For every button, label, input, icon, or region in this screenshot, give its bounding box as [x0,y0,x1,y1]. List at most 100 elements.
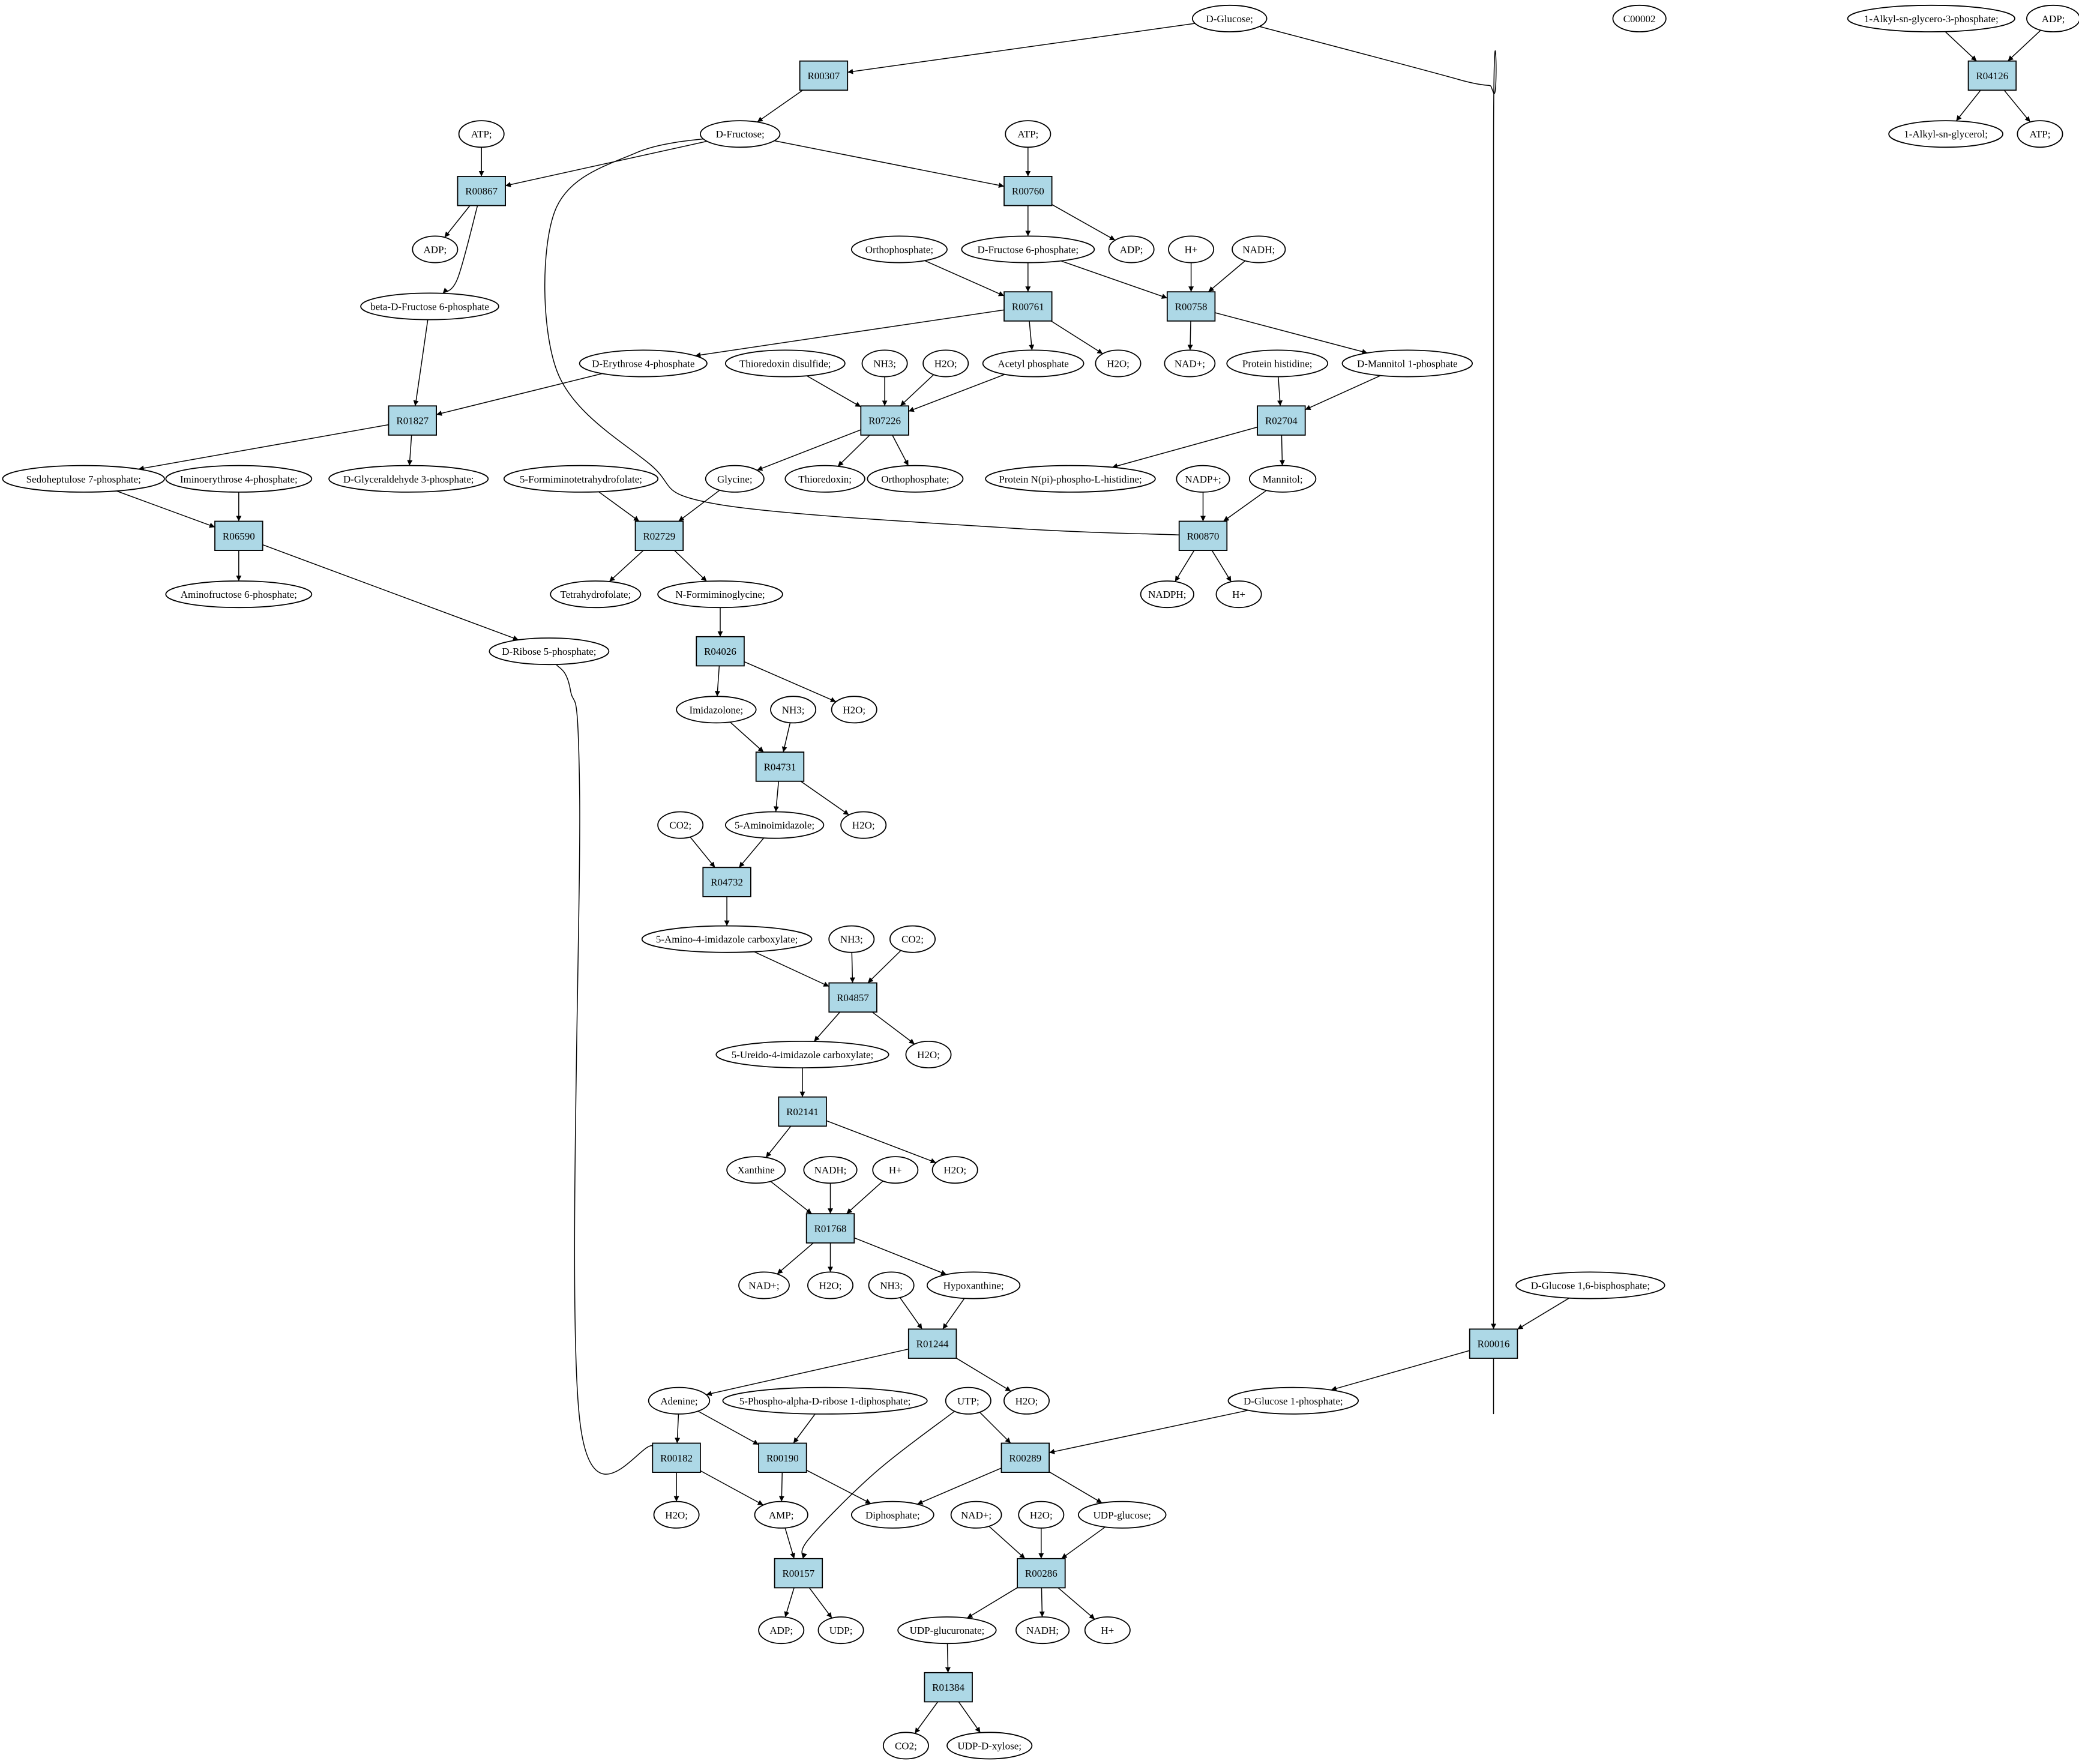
metabolite-node-adenine[interactable]: Adenine; [648,1386,711,1415]
metabolite-node-h2og[interactable]: H2O; [807,1271,854,1299]
reaction-node-R07226[interactable]: R07226 [860,405,909,436]
reaction-node-R02141[interactable]: R02141 [778,1096,827,1127]
metabolite-node-udpglucose[interactable]: UDP-glucose; [1077,1501,1167,1529]
metabolite-node-nh3c[interactable]: NH3; [828,925,875,953]
metabolite-node-h2oe[interactable]: H2O; [905,1041,952,1069]
metabolite-node-nformgly[interactable]: N-Formiminoglycine; [657,580,783,609]
metabolite-node-adp2[interactable]: ADP; [1108,235,1155,263]
reaction-node-R04731[interactable]: R04731 [755,751,805,782]
reaction-node-R01827[interactable]: R01827 [388,405,437,436]
metabolite-node-h2oc[interactable]: H2O; [831,696,877,724]
reaction-node-R00157[interactable]: R00157 [774,1558,823,1589]
metabolite-node-dribose5p[interactable]: D-Ribose 5-phosphate; [489,637,610,666]
reaction-node-R00867[interactable]: R00867 [457,175,506,206]
metabolite-node-alkylgly[interactable]: 1-Alkyl-sn-glycerol; [1888,120,2004,148]
metabolite-node-amp[interactable]: AMP; [754,1501,808,1529]
metabolite-node-dg1p[interactable]: D-Glucose 1-phosphate; [1227,1386,1359,1415]
metabolite-node-co2c[interactable]: CO2; [882,1732,929,1760]
metabolite-node-h2oa[interactable]: H2O; [922,349,969,378]
reaction-node-R01768[interactable]: R01768 [805,1213,855,1244]
metabolite-node-h2ob[interactable]: H2O; [1095,349,1142,378]
metabolite-node-nadplus3[interactable]: NAD+; [950,1501,1002,1529]
metabolite-node-c00002[interactable]: C00002 [1612,4,1667,32]
metabolite-node-udpxylose[interactable]: UDP-D-xylose; [946,1732,1033,1760]
metabolite-node-hplus3[interactable]: H+ [872,1156,919,1184]
metabolite-node-prpp[interactable]: 5-Phospho-alpha-D-ribose 1-diphosphate; [722,1386,928,1415]
metabolite-node-nadh2[interactable]: NADH; [803,1156,858,1184]
metabolite-node-imidazolone[interactable]: Imidazolone; [676,696,757,724]
metabolite-node-nh3d[interactable]: NH3; [868,1271,915,1299]
metabolite-node-aminoimid[interactable]: 5-Aminoimidazole; [724,811,825,839]
metabolite-node-alkyl3p[interactable]: 1-Alkyl-sn-glycero-3-phosphate; [1847,4,2015,32]
metabolite-node-utp[interactable]: UTP; [945,1386,991,1415]
metabolite-node-dglucose[interactable]: D-Glucose; [1191,4,1268,32]
reaction-node-R00286[interactable]: R00286 [1017,1558,1066,1589]
metabolite-node-nh3a[interactable]: NH3; [861,349,908,378]
metabolite-node-sedo7p[interactable]: Sedoheptulose 7-phosphate; [2,465,165,493]
reaction-node-R00761[interactable]: R00761 [1003,291,1053,322]
metabolite-node-thf[interactable]: Tetrahydrofolate; [550,580,642,609]
metabolite-node-adp3[interactable]: ADP; [758,1616,805,1645]
metabolite-node-formthf[interactable]: 5-Formiminotetrahydrofolate; [503,465,659,493]
metabolite-node-df6p[interactable]: D-Fructose 6-phosphate; [961,235,1095,263]
metabolite-node-bdf6p[interactable]: beta-D-Fructose 6-phosphate [360,292,499,321]
reaction-node-R02704[interactable]: R02704 [1257,405,1306,436]
reaction-node-R04857[interactable]: R04857 [828,982,877,1013]
metabolite-node-udp[interactable]: UDP; [817,1616,864,1645]
metabolite-node-adp_a[interactable]: ADP; [2026,4,2079,32]
metabolite-node-co2a[interactable]: CO2; [657,811,704,839]
reaction-node-R02729[interactable]: R02729 [634,520,684,551]
metabolite-node-h2oj[interactable]: H2O; [1018,1501,1065,1529]
reaction-node-R04026[interactable]: R04026 [696,636,745,667]
reaction-node-R01244[interactable]: R01244 [907,1328,957,1359]
reaction-node-R00760[interactable]: R00760 [1003,175,1053,206]
metabolite-node-hypox[interactable]: Hypoxanthine; [926,1271,1021,1299]
metabolite-node-de4p[interactable]: D-Erythrose 4-phosphate [579,349,708,378]
reaction-node-R00307[interactable]: R00307 [799,60,849,91]
metabolite-node-atp1[interactable]: ATP; [458,120,505,148]
metabolite-node-atp_a[interactable]: ATP; [2017,120,2063,148]
metabolite-node-adp1[interactable]: ADP; [412,235,459,263]
metabolite-node-h2od[interactable]: H2O; [840,811,887,839]
reaction-node-R00016[interactable]: R00016 [1469,1328,1518,1359]
metabolite-node-dg16bp[interactable]: D-Glucose 1,6-bisphosphate; [1515,1271,1665,1299]
reaction-node-R00758[interactable]: R00758 [1166,291,1216,322]
metabolite-node-h2oh[interactable]: H2O; [1003,1386,1050,1415]
metabolite-node-acetylp[interactable]: Acetyl phosphate [982,349,1085,378]
reaction-node-R04732[interactable]: R04732 [702,867,751,897]
metabolite-node-nadh3[interactable]: NADH; [1015,1616,1070,1645]
metabolite-node-h2oi[interactable]: H2O; [653,1501,700,1529]
metabolite-node-ureido[interactable]: 5-Ureido-4-imidazole carboxylate; [715,1041,889,1069]
metabolite-node-nadplus2[interactable]: NAD+; [738,1271,790,1299]
metabolite-node-hplus1[interactable]: H+ [1168,235,1215,263]
metabolite-node-mannitol[interactable]: Mannitol; [1248,465,1317,493]
metabolite-node-aminofru6p[interactable]: Aminofructose 6-phosphate; [165,580,313,609]
metabolite-node-glycine[interactable]: Glycine; [705,465,765,493]
metabolite-node-prothis[interactable]: Protein histidine; [1226,349,1329,378]
metabolite-node-orthoA[interactable]: Orthophosphate; [850,235,948,263]
metabolite-node-aicarbox[interactable]: 5-Amino-4-imidazole carboxylate; [641,925,813,953]
reaction-node-R01384[interactable]: R01384 [924,1672,973,1703]
metabolite-node-co2b[interactable]: CO2; [889,925,936,953]
metabolite-node-hplus4[interactable]: H+ [1084,1616,1131,1645]
metabolite-node-dfructose[interactable]: D-Fructose; [699,120,781,148]
metabolite-node-nadpplus[interactable]: NADP+; [1176,465,1230,493]
reaction-node-R04126[interactable]: R04126 [1967,60,2017,91]
metabolite-node-udpgluc[interactable]: UDP-glucuronate; [897,1616,997,1645]
metabolite-node-nadph[interactable]: NADPH; [1140,580,1194,609]
metabolite-node-imino4p[interactable]: Iminoerythrose 4-phosphate; [165,465,313,493]
metabolite-node-xanthine[interactable]: Xanthine [726,1156,786,1184]
metabolite-node-atp2[interactable]: ATP; [1005,120,1052,148]
reaction-node-R00182[interactable]: R00182 [652,1442,701,1473]
metabolite-node-nadplus1[interactable]: NAD+; [1164,349,1216,378]
metabolite-node-h2of[interactable]: H2O; [931,1156,978,1184]
reaction-node-R00289[interactable]: R00289 [1000,1442,1050,1473]
metabolite-node-protnpi[interactable]: Protein N(pi)-phospho-L-histidine; [985,465,1156,493]
metabolite-node-diphos[interactable]: Diphosphate; [850,1501,934,1529]
metabolite-node-dg3p[interactable]: D-Glyceraldehyde 3-phosphate; [328,465,489,493]
metabolite-node-dmannitol1p[interactable]: D-Mannitol 1-phosphate [1341,349,1473,378]
metabolite-node-thiodis[interactable]: Thioredoxin disulfide; [724,349,846,378]
metabolite-node-nh3b[interactable]: NH3; [770,696,817,724]
reaction-node-R00190[interactable]: R00190 [758,1442,807,1473]
metabolite-node-thioredoxin[interactable]: Thioredoxin; [784,465,865,493]
